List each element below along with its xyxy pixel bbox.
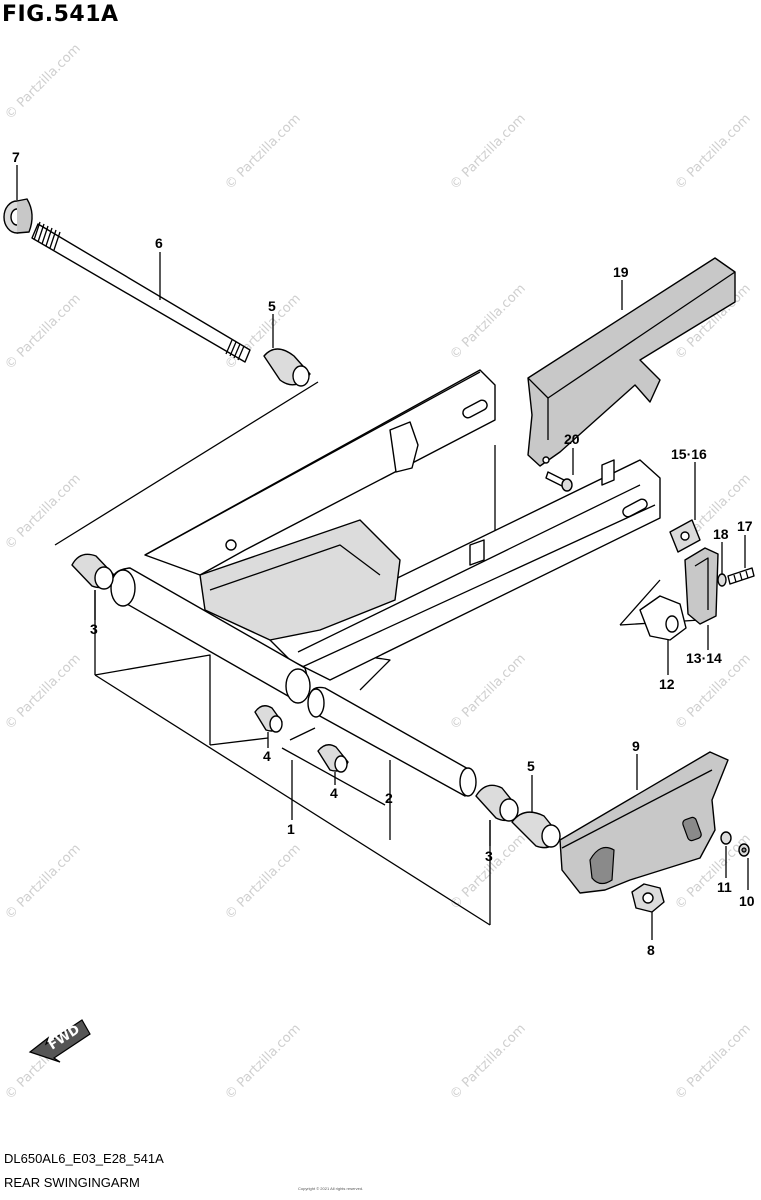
watermark: © Partzilla.com — [447, 1021, 529, 1103]
callout-6: 6 — [155, 235, 163, 251]
callout-8: 8 — [647, 942, 655, 958]
bearing-part-3-lower — [475, 784, 519, 822]
pivot-nut-part-7 — [3, 198, 33, 234]
watermark: © Partzilla.com — [447, 111, 529, 193]
watermark: © Partzilla.com — [2, 41, 84, 123]
copyright-note: Copyright © 2021 All rights reserved. — [298, 1186, 364, 1191]
watermark: © Partzilla.com — [2, 471, 84, 553]
watermark: © Partzilla.com — [447, 831, 529, 913]
watermark: © Partzilla.com — [222, 1021, 304, 1103]
bolt-part-10 — [738, 843, 750, 857]
callout-11: 11 — [717, 879, 732, 895]
callout-20: 20 — [564, 431, 580, 447]
buffer-part-13-14 — [684, 547, 719, 625]
callout-13-14: 13·14 — [686, 650, 722, 666]
leader-lines — [16, 165, 749, 940]
figure-title: FIG.541A — [2, 2, 119, 27]
callout-12: 12 — [659, 676, 675, 692]
washer-part-18 — [717, 573, 727, 587]
callout-9: 9 — [632, 738, 640, 754]
pivot-shaft-part-6 — [31, 221, 251, 363]
watermark: © Partzilla.com — [222, 841, 304, 923]
watermark: © Partzilla.com — [222, 111, 304, 193]
callout-18: 18 — [713, 526, 729, 542]
watermark: © Partzilla.com — [2, 651, 84, 733]
callout-7: 7 — [12, 149, 20, 165]
bushing-part-4-a — [254, 705, 283, 733]
watermark: © Partzilla.com — [2, 291, 84, 373]
figure-name: REAR SWINGINGARM — [4, 1175, 140, 1190]
bushing-part-4-b — [317, 744, 349, 773]
callout-1: 1 — [287, 821, 295, 837]
callout-19: 19 — [613, 264, 629, 280]
callout-5-lower: 5 — [527, 758, 535, 774]
spacer-tube-part-2 — [307, 686, 477, 797]
callout-4-a: 4 — [263, 748, 271, 764]
callout-3-lower: 3 — [485, 848, 493, 864]
pad-part-15-16 — [669, 519, 701, 553]
callout-17: 17 — [737, 518, 753, 534]
watermark: © Partzilla.com — [672, 1021, 754, 1103]
watermark: © Partzilla.com — [672, 111, 754, 193]
callout-15-16: 15·16 — [671, 446, 707, 462]
bearing-part-3-upper — [71, 553, 115, 590]
bolt-part-20 — [545, 471, 573, 492]
chain-guide-part-9 — [559, 751, 729, 894]
callout-labels: 7 6 5 19 20 15·16 17 18 3 13·14 12 4 4 2… — [12, 149, 755, 958]
figure-code: DL650AL6_E03_E28_541A — [4, 1151, 164, 1166]
callout-2: 2 — [385, 790, 393, 806]
chain-guard-part-19 — [527, 257, 736, 467]
washer-part-11 — [720, 831, 732, 845]
callout-10: 10 — [739, 893, 755, 909]
bolt-part-17 — [727, 567, 755, 585]
callout-5-upper: 5 — [268, 298, 276, 314]
swingarm-part-1 — [110, 369, 661, 704]
watermark: © Partzilla.com — [2, 841, 84, 923]
watermark: © Partzilla.com — [447, 281, 529, 363]
nut-part-8 — [631, 883, 665, 913]
callout-4-b: 4 — [330, 785, 338, 801]
collar-part-5-upper — [263, 348, 311, 387]
callout-3-upper: 3 — [90, 621, 98, 637]
bracket-part-12 — [639, 595, 687, 641]
watermark: © Partzilla.com — [447, 651, 529, 733]
collar-part-5-lower — [511, 811, 561, 849]
